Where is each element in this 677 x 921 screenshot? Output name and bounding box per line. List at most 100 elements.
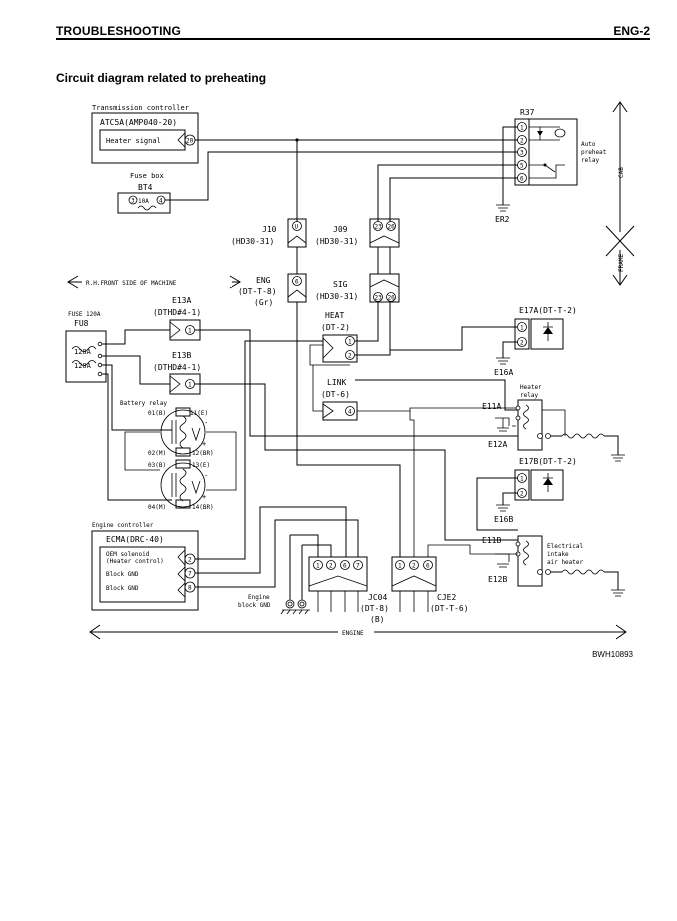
br-top-terminal-2: [175, 459, 191, 469]
wire-cje2-to-intake: [427, 544, 518, 557]
e12b-term-2: [545, 569, 551, 575]
wire-heater-2-ground: [604, 571, 619, 590]
e17a-label: E17A(DT-T-2): [519, 306, 577, 315]
engine-label: ENGINE: [342, 630, 364, 637]
e17a-connector: [514, 318, 530, 350]
wire-j09-to-sig: [377, 247, 391, 274]
eng-connector-mark: [287, 289, 307, 298]
heater-element-1: [561, 433, 605, 439]
link-connector-mark: [322, 403, 334, 419]
jc04-connector: [308, 556, 368, 592]
fu8-term-4: [97, 371, 103, 377]
wire-sig23-to-heat1: [355, 302, 379, 342]
br-02-label: 02(M): [148, 450, 166, 457]
br2-plus: +: [202, 493, 206, 501]
heater-relay-label-1: Heater: [520, 384, 542, 391]
e17b-diode-leads: [543, 473, 553, 492]
e17a-diode-icon: [543, 327, 553, 334]
er2-ground-icon: [496, 204, 510, 212]
e16a-label: E16A: [494, 368, 513, 377]
fuse-value-2: 120A: [74, 362, 92, 370]
r37-pin-2: [517, 135, 527, 145]
heater-relay-ground-lead: [495, 417, 516, 427]
heat-label: HEAT: [325, 311, 344, 320]
j10-pin-u: [292, 221, 302, 231]
jc04-pin-6: [340, 560, 350, 570]
sig-pin-26: [386, 292, 396, 302]
intake-heater-ground-lead: [495, 553, 510, 562]
wire-r37-ground: [502, 126, 518, 205]
wire-fuse-to-e13b: [102, 355, 170, 385]
j09-connector: [369, 218, 400, 248]
jc04-type-label: (DT-8): [360, 604, 389, 613]
br-04-label: 04(M): [148, 504, 166, 511]
battery-relay-1-winding: [179, 415, 187, 449]
heat-pin-1-label: 1: [348, 339, 352, 346]
jc04-pin-2-label: 2: [329, 563, 333, 570]
r37-coil-icon: [554, 128, 566, 138]
e12a-label: E12A: [488, 440, 507, 449]
e17b-diode-box: [530, 469, 564, 501]
wire-link-right: [357, 407, 518, 412]
cje2-pin-1: [395, 560, 405, 570]
heat-pin-2: [345, 350, 355, 360]
br-13-label: 13(E): [192, 462, 210, 469]
engine-gnd-terminal-1-inner: [287, 601, 293, 607]
br2-minus: -: [204, 472, 208, 480]
wire-e13a-to-e11a: [195, 329, 518, 437]
ecma-pin-8-label: 8: [188, 585, 192, 592]
j10-connector-mark: [287, 235, 307, 244]
heat-type-label: (DT-2): [321, 323, 350, 332]
r37-contact-icon: [529, 164, 565, 179]
wire-fuse-to-battery-relay-2: [102, 373, 172, 501]
page-header: TROUBLESHOOTING ENG-2: [56, 18, 650, 40]
r37-diode-icon: [537, 131, 543, 136]
intake-heater-ground-icon: [497, 563, 509, 568]
j10-pin-u-label: U: [295, 224, 299, 231]
e13b-connector-mark: [169, 375, 181, 393]
e17b-connector: [514, 469, 530, 501]
j09-pin-23-label: 23: [375, 224, 383, 231]
sig-connector: [369, 273, 400, 303]
wire-r37-pin6-to-j09: [389, 177, 518, 222]
battery-relay-2-winding: [179, 468, 187, 502]
bt4-pin-3: [128, 195, 138, 205]
bt4-pin-4-label: 4: [159, 198, 163, 205]
heat-connector: [322, 334, 358, 363]
wire-fuse-to-battery-relay-1: [102, 364, 172, 431]
link-label: LINK: [327, 378, 346, 387]
wire-eng-to-cje2: [296, 302, 401, 557]
heater-relay-coil-icon: [523, 404, 529, 430]
heat-pin-2-label: 2: [348, 353, 352, 360]
br-top-terminal-1: [175, 407, 191, 417]
fuse-1-symbol: [71, 346, 97, 352]
wire-heat-to-heater-relay: [355, 379, 518, 411]
intake-heater-label-1: Electrical: [547, 543, 584, 550]
link-pin-4-label: 4: [348, 409, 352, 416]
j09-pin-26: [386, 221, 396, 231]
jc04-pin-2: [326, 560, 336, 570]
br-bottom-terminal-1: [175, 447, 191, 457]
jc04-pin-6-label: 6: [343, 563, 347, 570]
wire-e17b-to-e11b: [476, 477, 518, 531]
heater-relay-label-2: relay: [520, 392, 538, 399]
bt4-box: [117, 192, 171, 214]
e16a-ground-icon: [496, 357, 510, 365]
block-gnd-label-1: Block GND: [106, 571, 139, 578]
auto-preheat-label-1: Auto: [581, 141, 596, 148]
cje2-type-label: (DT-T-6): [430, 604, 469, 613]
heater-2-ground-icon: [611, 589, 625, 597]
engine-block-gnd-label-1: Engine: [248, 594, 270, 601]
heater-signal-label: Heater signal: [106, 137, 161, 145]
sig-type-label: (HD30-31): [315, 292, 358, 301]
br1-minus: -: [204, 419, 208, 427]
battery-relay-1-diode: [191, 427, 201, 442]
wire-cje2-to-link: [409, 411, 415, 557]
cje2-pin-2: [409, 560, 419, 570]
e17b-pin-2-label: 2: [520, 491, 524, 498]
e17a-pin-1: [517, 322, 527, 332]
j09-pin-26-label: 26: [388, 224, 396, 231]
eng-pin-6: [292, 276, 302, 286]
e16b-ground-icon: [496, 504, 510, 512]
jc04-pin-1-label: 1: [316, 563, 320, 570]
